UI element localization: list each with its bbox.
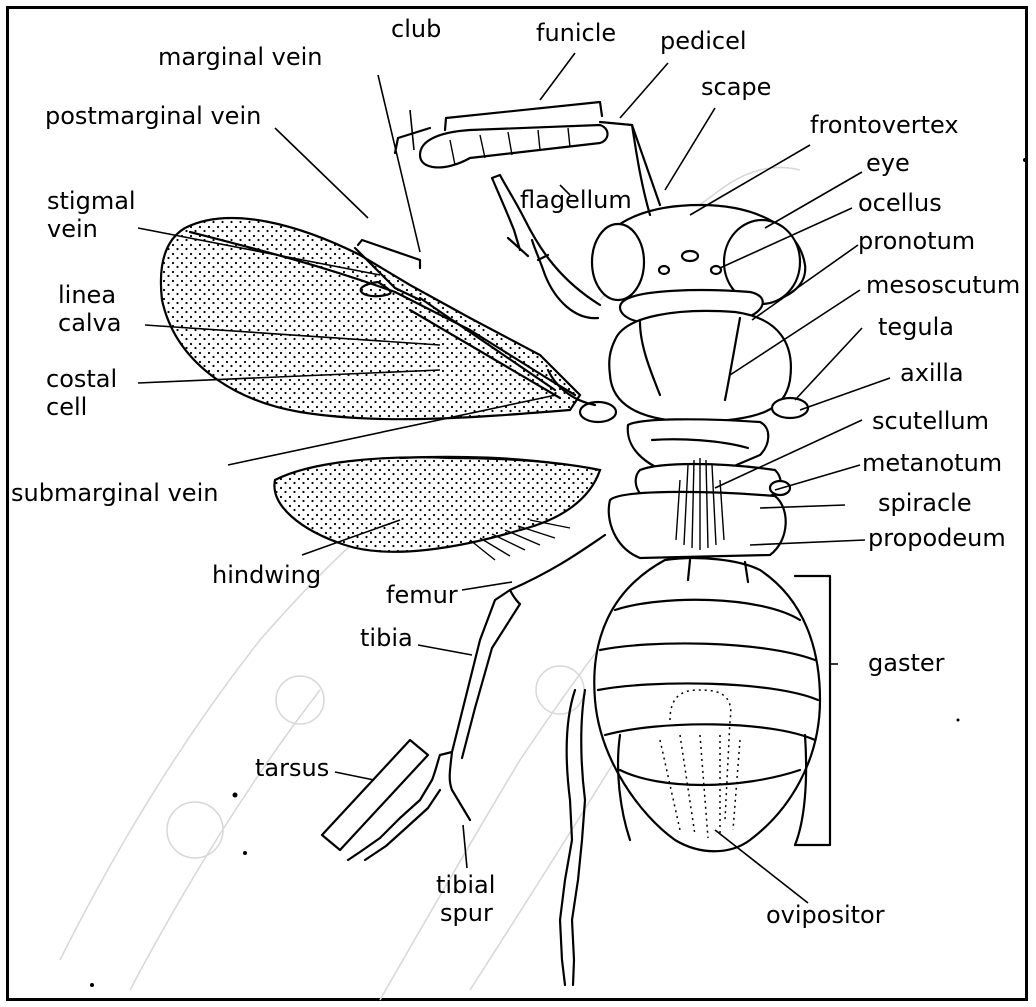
antenna-club: [420, 125, 608, 167]
label-postmarginal-vein: postmarginal vein: [45, 103, 261, 130]
label-tibial-spur-line1: tibial: [436, 872, 495, 899]
label-axilla: axilla: [900, 360, 964, 387]
label-spiracle: spiracle: [878, 490, 972, 517]
front-leg: [532, 240, 598, 318]
label-pedicel: pedicel: [660, 28, 747, 55]
label-propodeum: propodeum: [868, 525, 1006, 552]
label-submarginal-vein: submarginal vein: [11, 480, 218, 507]
label-ocellus: ocellus: [858, 190, 942, 217]
label-tarsus: tarsus: [255, 755, 329, 782]
label-hindwing: hindwing: [212, 562, 321, 589]
label-frontovertex: frontovertex: [810, 112, 959, 139]
label-linea-calva-line2: calva: [58, 310, 121, 337]
label-tibia: tibia: [360, 625, 413, 652]
label-scape: scape: [701, 74, 771, 101]
label-flagellum: flagellum: [520, 187, 632, 214]
label-femur: femur: [386, 582, 458, 609]
mesoscutum: [609, 311, 791, 422]
label-costal-cell-line1: costal: [46, 366, 117, 393]
label-metanotum: metanotum: [862, 450, 1002, 477]
hind-leg: [432, 535, 605, 780]
label-gaster: gaster: [868, 650, 945, 677]
label-eye: eye: [866, 150, 910, 177]
forewing: [161, 218, 580, 419]
label-stigmal-vein-line2: vein: [47, 216, 98, 243]
label-ovipositor: ovipositor: [766, 902, 885, 929]
label-club: club: [391, 16, 441, 43]
label-linea-calva-line1: linea: [58, 282, 116, 309]
label-pronotum: pronotum: [858, 228, 975, 255]
label-marginal-vein: marginal vein: [158, 44, 323, 71]
label-mesoscutum: mesoscutum: [866, 272, 1020, 299]
label-scutellum: scutellum: [872, 408, 989, 435]
propodeum: [609, 492, 786, 558]
label-stigmal-vein-line1: stigmal: [47, 188, 136, 215]
gaster: [594, 558, 820, 851]
hindwing: [274, 457, 600, 551]
label-tibial-spur-line2: spur: [440, 900, 493, 927]
label-costal-cell-line2: cell: [46, 394, 87, 421]
label-funicle: funicle: [536, 20, 616, 47]
tarsus-bracket: [322, 740, 428, 850]
label-tegula: tegula: [878, 314, 954, 341]
